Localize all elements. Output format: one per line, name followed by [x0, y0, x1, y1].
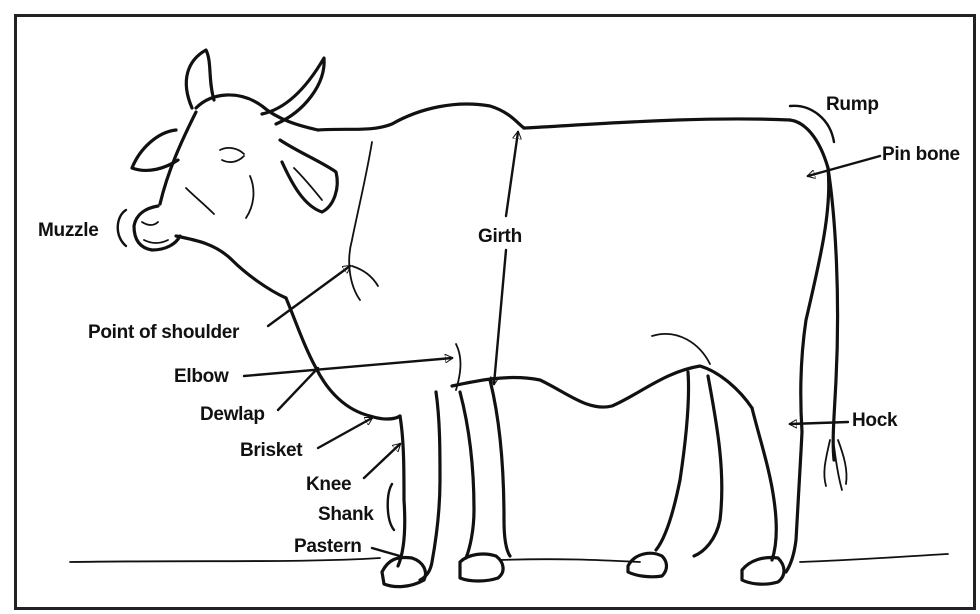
- label-pastern: Pastern: [294, 536, 362, 557]
- pin-bone-arrow: [808, 156, 880, 176]
- label-elbow: Elbow: [174, 366, 229, 387]
- label-brisket: Brisket: [240, 440, 303, 461]
- label-girth: Girth: [478, 226, 522, 247]
- elbow-arrow: [244, 358, 452, 376]
- label-shank: Shank: [318, 504, 374, 525]
- label-point-of-shoulder: Point of shoulder: [88, 322, 240, 343]
- muzzle-bracket: [118, 210, 126, 246]
- dewlap-line: [278, 368, 318, 410]
- cow-outline: [132, 50, 847, 587]
- label-rump: Rump: [826, 94, 879, 115]
- hock-arrow: [790, 422, 848, 424]
- label-knee: Knee: [306, 474, 351, 495]
- pastern-line: [372, 548, 400, 556]
- label-muzzle: Muzzle: [38, 220, 98, 241]
- girth-arrow-down: [494, 250, 506, 384]
- label-hock: Hock: [852, 410, 898, 431]
- girth-arrow-up: [506, 132, 518, 216]
- brisket-arrow: [318, 418, 372, 448]
- knee-arrow: [364, 444, 400, 478]
- shank-bracket: [388, 484, 394, 530]
- label-dewlap: Dewlap: [200, 404, 265, 425]
- label-pin-bone: Pin bone: [882, 144, 960, 165]
